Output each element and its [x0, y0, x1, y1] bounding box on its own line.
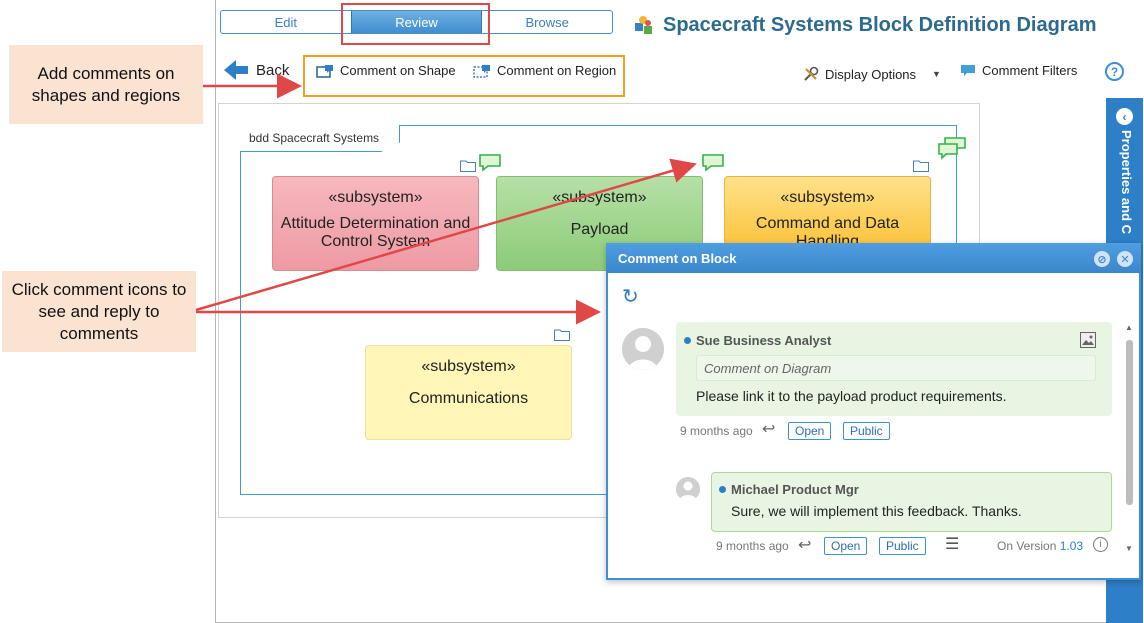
comment-on-region-label: Comment on Region: [497, 63, 617, 78]
reply-icon[interactable]: ↩: [798, 537, 812, 554]
comment-context: Comment on Diagram: [696, 355, 1096, 381]
image-glyph: [1082, 335, 1094, 345]
display-options-label: Display Options: [825, 66, 917, 82]
comment-author-name: Sue Business Analyst: [696, 333, 832, 348]
avatar: [622, 328, 664, 370]
comment-on-shape-label: Comment on Shape: [340, 63, 456, 78]
tab-review[interactable]: Review: [350, 11, 483, 33]
status-badge[interactable]: Open: [824, 537, 868, 555]
chevron-down-icon: ▼: [932, 69, 941, 79]
comment-icon[interactable]: [937, 137, 967, 161]
comment-on-shape-button[interactable]: Comment on Shape: [316, 63, 456, 78]
scroll-up-arrow[interactable]: ▲: [1125, 323, 1133, 332]
scrollbar-thumb[interactable]: [1126, 340, 1133, 505]
tab-browse[interactable]: Browse: [525, 14, 569, 30]
status-badge[interactable]: Open: [788, 422, 832, 440]
comment-text: Please link it to the payload product re…: [696, 388, 1007, 404]
comment-icon[interactable]: [478, 154, 502, 172]
menu-icon[interactable]: ☰: [945, 536, 960, 553]
display-options-button[interactable]: Display Options ▼: [803, 66, 941, 82]
callout-click-comment-icons: Click comment icons to see and reply to …: [2, 271, 196, 352]
block-stereotype: «subsystem»: [421, 358, 516, 375]
tab-edit[interactable]: Edit: [274, 14, 298, 30]
comment-bubble: [711, 472, 1112, 532]
version-link[interactable]: 1.03: [1059, 539, 1084, 553]
comment-filters-icon: [961, 64, 975, 76]
comment-icon[interactable]: [701, 154, 725, 172]
minimize-icon[interactable]: ⊘: [1094, 251, 1110, 267]
block-name: Communications: [408, 390, 529, 407]
back-button[interactable]: Back: [222, 58, 289, 82]
comment-version: On Version 1.03: [997, 539, 1083, 553]
block-name: Attitude Determination and Control Syste…: [280, 215, 471, 250]
comment-author: Sue Business Analyst: [684, 333, 831, 348]
properties-panel-label: Properties and C: [1119, 130, 1134, 235]
block-communications[interactable]: «subsystem» Communications: [365, 345, 572, 440]
help-icon[interactable]: ?: [1105, 62, 1124, 81]
comment-text: Sure, we will implement this feedback. T…: [731, 503, 1022, 519]
comment-dialog-header[interactable]: [606, 243, 1141, 273]
comment-author-name: Michael Product Mgr: [731, 482, 859, 497]
folder-icon[interactable]: [460, 159, 476, 172]
comment-shape-icon: [316, 64, 333, 78]
block-stereotype: «subsystem»: [552, 189, 647, 206]
comment-filters-button[interactable]: Comment Filters: [960, 63, 1077, 78]
mode-tabs: Edit Review Browse: [220, 10, 613, 34]
bdd-frame-label: bdd Spacecraft Systems: [240, 125, 401, 152]
refresh-icon[interactable]: ↻: [622, 286, 639, 308]
unread-dot-icon: [719, 486, 726, 493]
avatar: [676, 477, 700, 501]
unread-dot-icon: [684, 337, 691, 344]
back-label: Back: [256, 61, 290, 79]
block-stereotype: «subsystem»: [780, 189, 875, 206]
diagram-type-icon: [635, 16, 652, 34]
visibility-badge[interactable]: Public: [879, 537, 926, 555]
comment-tools-highlight: [303, 55, 625, 97]
comment-on-region-button[interactable]: Comment on Region: [473, 63, 616, 78]
comment-time: 9 months ago: [716, 539, 789, 553]
folder-icon[interactable]: [913, 159, 929, 172]
comment-author: Michael Product Mgr: [719, 482, 859, 497]
block-name: Command and Data Handling: [755, 215, 900, 246]
visibility-badge[interactable]: Public: [843, 422, 890, 440]
image-icon[interactable]: [1080, 332, 1096, 348]
scroll-down-arrow[interactable]: ▼: [1125, 544, 1133, 553]
review-tab-highlight: [341, 3, 490, 45]
version-label: On Version: [997, 539, 1057, 553]
comment-time: 9 months ago: [680, 424, 753, 438]
back-arrow-icon: [224, 60, 248, 80]
folder-icon[interactable]: [554, 328, 570, 341]
page-title: Spacecraft Systems Block Definition Diag…: [663, 14, 1097, 36]
comment-filters-label: Comment Filters: [982, 63, 1078, 78]
info-icon[interactable]: i: [1093, 537, 1108, 552]
callout-add-comments: Add comments on shapes and regions: [9, 45, 203, 124]
comment-dialog-title: Comment on Block: [618, 251, 737, 266]
comment-region-icon: [473, 64, 490, 78]
block-attitude-determination[interactable]: «subsystem» Attitude Determination and C…: [272, 176, 479, 271]
reply-icon[interactable]: ↩: [762, 421, 776, 438]
close-icon[interactable]: ✕: [1117, 251, 1133, 267]
display-options-icon: [804, 66, 819, 81]
expand-panel-icon[interactable]: ‹: [1116, 108, 1133, 125]
block-name: Payload: [570, 221, 629, 238]
block-command-data-handling[interactable]: «subsystem» Command and Data Handling: [724, 176, 931, 246]
block-stereotype: «subsystem»: [328, 189, 423, 206]
